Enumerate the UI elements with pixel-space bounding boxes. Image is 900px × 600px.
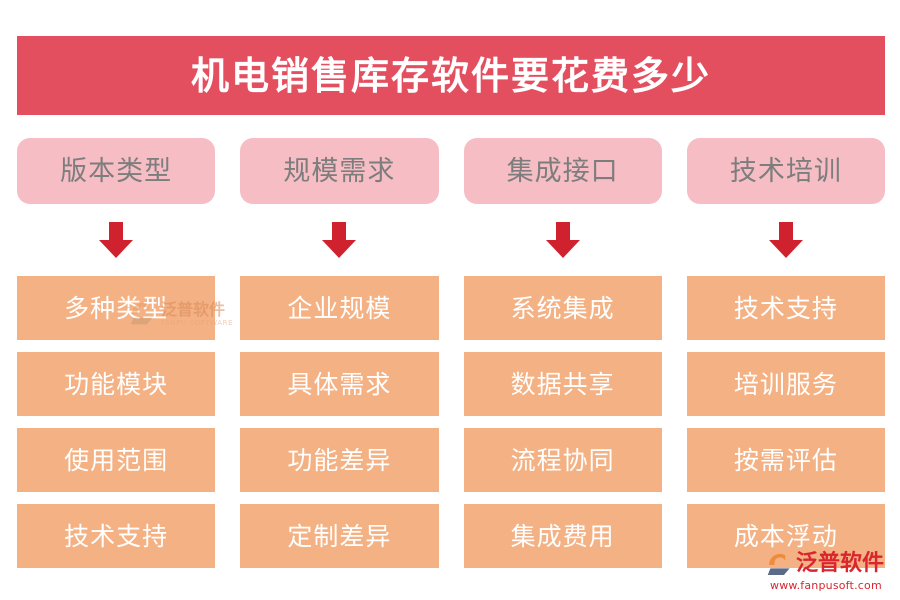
item-label: 多种类型 (64, 293, 169, 323)
item-box[interactable]: 多种类型 (17, 276, 216, 340)
item-box[interactable]: 数据共享 (463, 352, 662, 416)
column-header-4[interactable]: 技术培训 (686, 138, 885, 204)
item-label: 企业规模 (287, 293, 392, 323)
item-label: 流程协同 (510, 445, 615, 475)
brand-logo: 泛普软件 www.fanpusoft.com (766, 550, 892, 594)
brand-url: www.fanpusoft.com (770, 579, 882, 592)
item-label: 具体需求 (287, 369, 392, 399)
column-header-label: 版本类型 (60, 155, 173, 187)
arrow-down-4 (687, 204, 885, 276)
item-label: 功能模块 (64, 369, 169, 399)
arrow-down-3 (464, 204, 662, 276)
item-box[interactable]: 具体需求 (240, 352, 439, 416)
item-label: 技术支持 (733, 293, 838, 323)
arrow-down-icon (99, 222, 134, 258)
columns-container: 版本类型 多种类型 功能模块 使用范围 技术支持 (17, 138, 885, 568)
column-integration-interface: 集成接口 系统集成 数据共享 流程协同 集成费用 (463, 138, 662, 568)
fanpu-logo-icon (767, 553, 790, 575)
items-list-4: 技术支持 培训服务 按需评估 成本浮动 (686, 276, 885, 568)
brand-row: 泛普软件 (766, 550, 884, 578)
item-box[interactable]: 流程协同 (463, 428, 662, 492)
column-header-label: 规模需求 (283, 155, 396, 187)
items-list-1: 多种类型 功能模块 使用范围 技术支持 (17, 276, 216, 568)
item-label: 成本浮动 (733, 521, 838, 551)
item-label: 系统集成 (510, 293, 615, 323)
item-label: 定制差异 (287, 521, 392, 551)
page-title: 机电销售库存软件要花费多少 (190, 52, 711, 98)
item-box[interactable]: 功能差异 (240, 428, 439, 492)
brand-name: 泛普软件 (796, 551, 885, 576)
arrow-down-icon (768, 222, 803, 258)
column-technical-training: 技术培训 技术支持 培训服务 按需评估 成本浮动 (686, 138, 885, 568)
title-banner: 机电销售库存软件要花费多少 (17, 36, 885, 115)
item-box[interactable]: 系统集成 (463, 276, 662, 340)
column-header-label: 集成接口 (506, 155, 619, 187)
item-box[interactable]: 培训服务 (686, 352, 885, 416)
item-box[interactable]: 按需评估 (686, 428, 885, 492)
item-label: 技术支持 (64, 521, 169, 551)
item-box[interactable]: 定制差异 (240, 504, 439, 568)
item-box[interactable]: 集成费用 (463, 504, 662, 568)
item-box[interactable]: 成本浮动 (686, 504, 885, 568)
item-label: 集成费用 (510, 521, 615, 551)
item-box[interactable]: 企业规模 (240, 276, 439, 340)
item-label: 功能差异 (287, 445, 392, 475)
items-list-3: 系统集成 数据共享 流程协同 集成费用 (463, 276, 662, 568)
item-box[interactable]: 技术支持 (17, 504, 216, 568)
items-list-2: 企业规模 具体需求 功能差异 定制差异 (240, 276, 439, 568)
item-box[interactable]: 功能模块 (17, 352, 216, 416)
column-header-2[interactable]: 规模需求 (240, 138, 439, 204)
arrow-down-icon (545, 222, 580, 258)
item-label: 按需评估 (733, 445, 838, 475)
item-label: 培训服务 (733, 369, 838, 399)
item-box[interactable]: 技术支持 (686, 276, 885, 340)
arrow-down-2 (240, 204, 438, 276)
column-version-type: 版本类型 多种类型 功能模块 使用范围 技术支持 (17, 138, 216, 568)
column-header-1[interactable]: 版本类型 (17, 138, 216, 204)
column-header-label: 技术培训 (729, 155, 842, 187)
column-scale-requirement: 规模需求 企业规模 具体需求 功能差异 定制差异 (240, 138, 439, 568)
item-label: 数据共享 (510, 369, 615, 399)
arrow-down-icon (322, 222, 357, 258)
item-label: 使用范围 (64, 445, 169, 475)
column-header-3[interactable]: 集成接口 (463, 138, 662, 204)
item-box[interactable]: 使用范围 (17, 428, 216, 492)
arrow-down-1 (17, 204, 215, 276)
